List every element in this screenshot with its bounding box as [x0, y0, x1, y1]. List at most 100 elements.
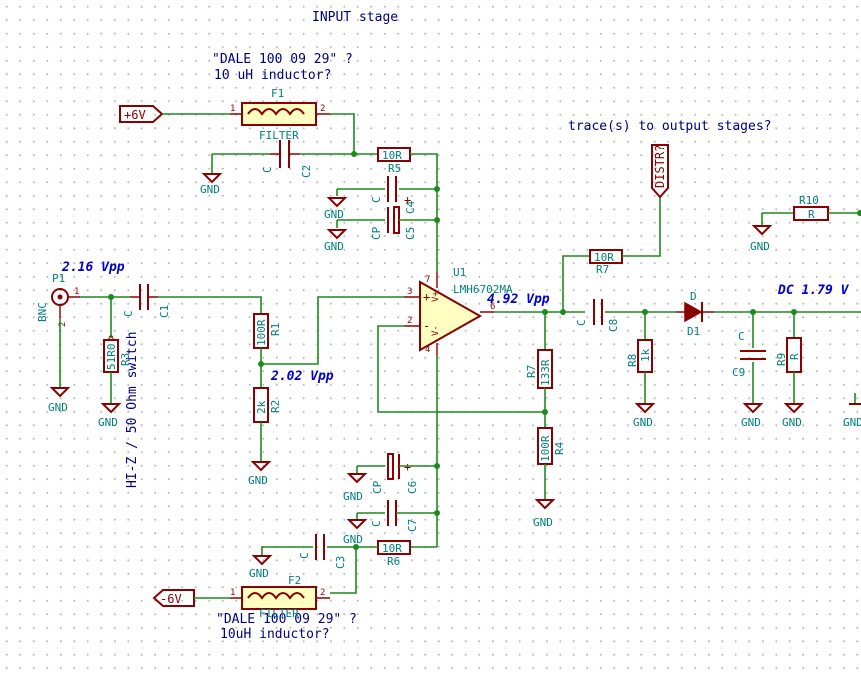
svg-text:100R: 100R — [539, 435, 552, 462]
svg-text:GND: GND — [343, 533, 363, 546]
svg-text:2k: 2k — [255, 400, 268, 414]
svg-text:D1: D1 — [687, 325, 700, 338]
svg-text:P1: P1 — [52, 272, 65, 285]
svg-text:2: 2 — [320, 588, 325, 598]
r1-resistor: 100R R1 — [253, 313, 282, 349]
gnd-symbol: GND — [782, 403, 805, 429]
svg-text:C: C — [261, 166, 274, 173]
svg-text:51R0: 51R0 — [105, 344, 118, 371]
svg-text:C6: C6 — [406, 481, 419, 494]
svg-text:GND: GND — [248, 474, 268, 487]
svg-text:-6V: -6V — [160, 592, 182, 606]
c7-capacitor: C C7 — [370, 500, 419, 532]
svg-text:GND: GND — [48, 401, 68, 414]
svg-text:C3: C3 — [334, 556, 347, 569]
neg-supply-label: -6V — [152, 589, 195, 607]
svg-text:6: 6 — [490, 302, 495, 312]
p1-bnc-connector: P1 BNC 1 2 — [36, 272, 80, 327]
c5-capacitor: CP C5 + — [370, 193, 417, 240]
svg-text:V+: V+ — [431, 291, 441, 302]
svg-text:GND: GND — [324, 240, 344, 253]
svg-text:CP: CP — [370, 226, 383, 240]
svg-text:GND: GND — [98, 416, 118, 429]
svg-text:+6V: +6V — [124, 108, 146, 122]
svg-text:2: 2 — [58, 322, 68, 327]
pos-supply-label: +6V — [119, 105, 164, 123]
r6-resistor: 10R R6 — [377, 540, 411, 568]
f1-note-line2: 10 uH inductor? — [214, 68, 331, 83]
svg-text:C: C — [738, 330, 745, 343]
dc-out-measurement: DC 1.79 V — [777, 283, 850, 298]
gnd-symbol: GND — [200, 173, 223, 196]
svg-text:C7: C7 — [406, 519, 419, 532]
c9-capacitor: C C9 — [732, 330, 766, 379]
r9-resistor: R R9 — [775, 337, 802, 373]
gnd-symbol: GND — [750, 225, 773, 253]
u1-opamp: + - V+ V- 3 2 6 7 4 U1 LMH6702MA — [404, 266, 513, 356]
svg-text:GND: GND — [782, 416, 802, 429]
r7-resistor: 10R R7 — [589, 249, 623, 276]
r4-resistor: 100R R4 — [537, 427, 566, 465]
svg-text:10R: 10R — [382, 542, 402, 555]
svg-text:100R: 100R — [255, 319, 268, 346]
opamp-out-vpp-measurement: 4.92 Vpp — [487, 292, 550, 307]
svg-text:R3: R3 — [119, 353, 132, 366]
svg-text:R8: R8 — [626, 354, 639, 367]
svg-text:GND: GND — [200, 183, 220, 196]
input-vpp-measurement: 2.16 Vpp — [61, 260, 125, 275]
svg-text:1k: 1k — [639, 348, 652, 362]
svg-text:R2: R2 — [269, 400, 282, 413]
gnd-symbol: GND — [249, 555, 273, 580]
svg-text:GND: GND — [843, 416, 861, 429]
svg-text:GND: GND — [324, 208, 344, 221]
r8-resistor: 1k R8 — [626, 339, 653, 373]
svg-text:R10: R10 — [799, 194, 819, 207]
gnd-symbol: GND — [533, 499, 556, 529]
f1-note-line1: "DALE 100 09 29" ? — [212, 52, 353, 67]
svg-text:+: + — [423, 290, 430, 304]
svg-text:C: C — [370, 520, 383, 527]
c1-capacitor: C C1 — [122, 284, 171, 318]
svg-text:D: D — [690, 290, 697, 303]
svg-text:GND: GND — [750, 240, 770, 253]
gnd-symbol: GND — [324, 197, 348, 221]
svg-text:C8: C8 — [607, 319, 620, 332]
svg-text:1: 1 — [230, 104, 235, 114]
svg-text:+: + — [404, 193, 411, 207]
svg-text:F1: F1 — [271, 87, 284, 100]
svg-text:GND: GND — [343, 490, 363, 503]
output-trace-note: trace(s) to output stages? — [568, 119, 772, 134]
svg-text:C1: C1 — [158, 305, 171, 318]
gnd-symbol: GND — [48, 387, 71, 414]
r7-feedback-resistor: 133R R7 — [525, 349, 553, 389]
svg-text:10R: 10R — [382, 149, 402, 162]
gnd-symbol: GND — [843, 403, 861, 429]
svg-text:BNC: BNC — [36, 302, 49, 322]
svg-text:R7: R7 — [596, 263, 609, 276]
f1-filter: 1 2 F1 FILTER — [230, 87, 330, 142]
r3-resistor: 51R0 R3 — [103, 339, 132, 373]
distr-label: DISTR? — [651, 144, 669, 199]
svg-text:F2: F2 — [288, 574, 301, 587]
svg-text:10R: 10R — [594, 251, 614, 264]
svg-text:2: 2 — [320, 104, 325, 114]
svg-text:GND: GND — [741, 416, 761, 429]
switch-note: HI-Z / 50 Ohm switch — [125, 331, 140, 488]
gnd-symbol: GND — [741, 403, 764, 429]
svg-text:2: 2 — [407, 316, 412, 326]
svg-text:C: C — [575, 319, 588, 326]
gnd-symbol: GND — [98, 403, 122, 429]
svg-text:LMH6702MA: LMH6702MA — [453, 283, 513, 296]
svg-text:7: 7 — [425, 275, 430, 285]
svg-text:+: + — [404, 460, 411, 474]
svg-text:R1: R1 — [269, 323, 282, 336]
c3-capacitor: C C3 — [298, 534, 347, 569]
svg-text:C5: C5 — [404, 227, 417, 240]
svg-text:GND: GND — [533, 516, 553, 529]
gnd-symbol: GND — [248, 461, 272, 487]
svg-text:R9: R9 — [775, 353, 788, 366]
svg-text:GND: GND — [633, 416, 653, 429]
gnd-symbol: GND — [633, 403, 656, 429]
c8-capacitor: C C8 — [575, 299, 620, 332]
svg-text:C: C — [370, 196, 383, 203]
